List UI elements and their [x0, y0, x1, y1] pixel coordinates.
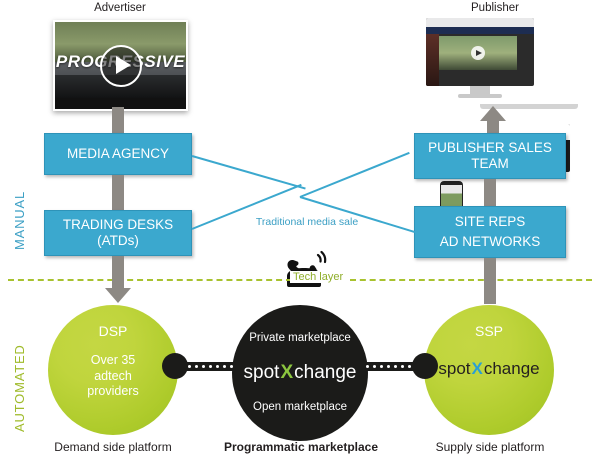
tech-layer-divider-left [8, 279, 292, 281]
connector-ad-networks-to-ssp [484, 258, 496, 304]
connector-media-agency-to-trading-desks [112, 175, 124, 210]
traditional-media-sale-label: Traditional media sale [255, 216, 359, 228]
box-publisher-sales-team[interactable]: PUBLISHER SALES TEAM [414, 133, 566, 179]
connector-advertiser-to-media-agency [112, 107, 124, 133]
circle-dsp-detail-line1: Over 35 [90, 353, 136, 367]
laptop-base [480, 104, 578, 109]
rail-label-automated: AUTOMATED [12, 344, 27, 432]
arrow-down-icon [105, 288, 131, 303]
caption-programmatic-marketplace: Programmatic marketplace [223, 440, 379, 454]
monitor-sidebar [426, 34, 439, 86]
arrow-up-icon [480, 106, 506, 121]
rail-label-manual: MANUAL [12, 191, 27, 250]
tech-layer-divider-right [350, 279, 592, 281]
box-media-agency[interactable]: MEDIA AGENCY [44, 133, 192, 175]
video-control-bar[interactable] [55, 97, 186, 109]
link-knob [162, 353, 188, 379]
logo-x-icon: X [280, 362, 294, 383]
connector-publisher-sales-to-publisher [487, 120, 499, 134]
tech-layer-label: Tech layer [290, 271, 347, 283]
box-trading-desks[interactable]: TRADING DESKS (ATDs) [44, 210, 192, 256]
box-ad-networks-label: AD NETWORKS [439, 234, 541, 249]
link-dsp-to-marketplace [162, 353, 236, 379]
circle-dsp-detail: Over 35 adtech providers [48, 353, 178, 400]
logo-text-post: change [294, 362, 357, 383]
link-marketplace-to-ssp [362, 353, 438, 379]
box-publisher-sales-label-line1: PUBLISHER SALES [428, 139, 552, 155]
connector-trading-desks-to-dsp [112, 256, 124, 288]
monitor-browser-chrome [426, 18, 534, 27]
monitor-stand [470, 86, 490, 94]
connector-publisher-sales-to-site-reps [484, 179, 496, 211]
caption-demand-side-platform: Demand side platform [54, 440, 172, 454]
play-icon[interactable] [99, 44, 142, 87]
circle-dsp-detail-line2: adtech [94, 368, 132, 383]
publisher-label: Publisher [471, 2, 519, 14]
telephone-icon [283, 249, 329, 289]
publisher-devices-group [418, 18, 578, 223]
marketplace-open-label: Open marketplace [253, 401, 347, 413]
circle-dsp-title: DSP [98, 323, 128, 339]
desktop-monitor-icon [426, 18, 534, 86]
box-trading-desks-label-line1: TRADING DESKS [62, 216, 174, 232]
link-knob [412, 353, 438, 379]
link-bar [184, 361, 236, 371]
connector-media-agency-to-phone [191, 155, 306, 190]
box-trading-desks-label-line2: (ATDs) [97, 233, 139, 248]
logo-text-pre: spot [243, 362, 280, 383]
link-bar [362, 361, 416, 371]
circle-dsp[interactable]: DSP Over 35 adtech providers [48, 305, 178, 435]
circle-ssp-title: SSP [474, 323, 503, 339]
box-site-reps-ad-networks[interactable]: SITE REPS AD NETWORKS [414, 206, 566, 258]
box-site-reps-label: SITE REPS [454, 213, 526, 229]
monitor-nav-bar [426, 27, 534, 34]
monitor-base [458, 94, 502, 98]
box-media-agency-label: MEDIA AGENCY [66, 145, 170, 161]
advertiser-video-thumbnail[interactable]: PROGRESSIVE [53, 20, 188, 111]
box-publisher-sales-label-line2: TEAM [471, 156, 509, 171]
marketplace-private-label: Private marketplace [249, 332, 351, 344]
logo-x-icon: X [471, 359, 483, 378]
monitor-video-scene [438, 36, 517, 70]
connector-phone-to-publisher-sales [299, 151, 410, 199]
caption-supply-side-platform: Supply side platform [435, 440, 545, 454]
logo-text-post: change [483, 359, 540, 378]
circle-dsp-detail-line3: providers [87, 384, 139, 399]
logo-text-pre: spot [438, 359, 471, 378]
play-icon [470, 46, 485, 60]
advertiser-label: Advertiser [94, 2, 146, 14]
